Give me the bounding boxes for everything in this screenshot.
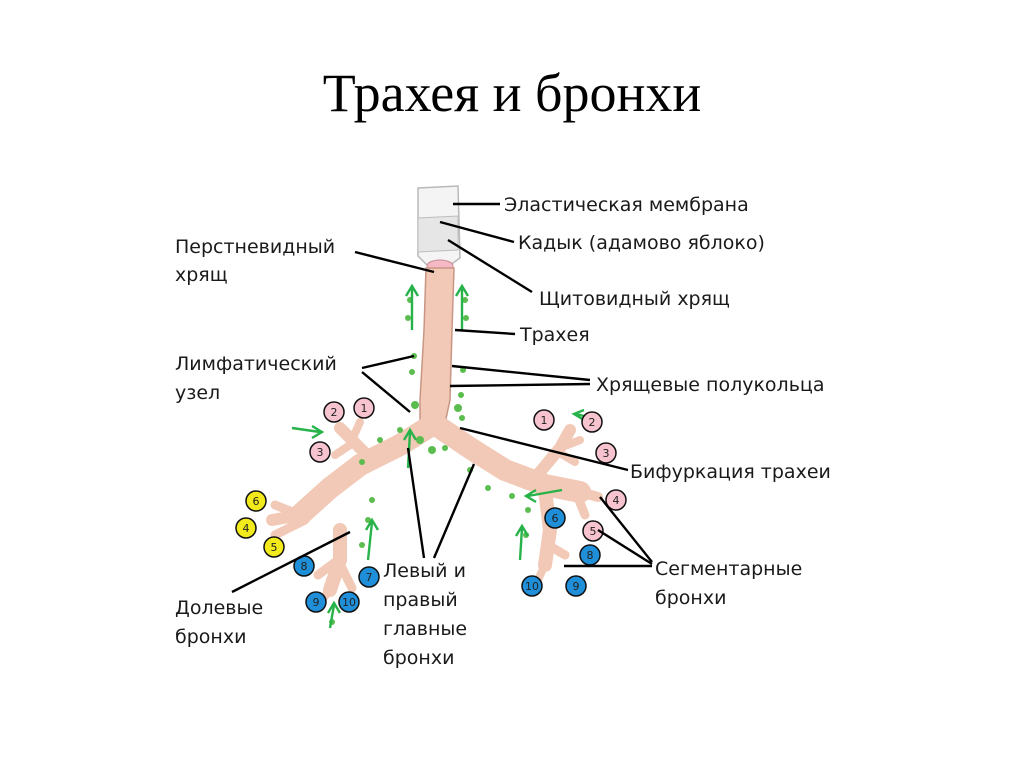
svg-text:5: 5 bbox=[271, 541, 278, 554]
label-cricoid-2: хрящ bbox=[175, 264, 228, 286]
slide-title: Трахея и бронхи bbox=[322, 63, 702, 123]
label-trachea: Трахея bbox=[519, 324, 590, 346]
label-lymph-2: узел bbox=[175, 382, 220, 404]
label-main-2: правый bbox=[383, 589, 458, 611]
svg-text:7: 7 bbox=[366, 571, 373, 584]
label-adams-apple: Кадык (адамово яблоко) bbox=[518, 232, 765, 254]
svg-text:4: 4 bbox=[243, 522, 250, 535]
label-main-3: главные bbox=[383, 618, 467, 640]
label-lobar-1: Долевые bbox=[175, 597, 263, 619]
labels: Эластическая мембрана Кадык (адамово ябл… bbox=[175, 194, 831, 669]
svg-text:6: 6 bbox=[253, 495, 260, 508]
svg-text:2: 2 bbox=[589, 416, 596, 429]
label-segmental-2: бронхи bbox=[655, 587, 726, 609]
svg-text:10: 10 bbox=[342, 596, 356, 609]
svg-text:3: 3 bbox=[317, 446, 324, 459]
label-bifurcation: Бифуркация трахеи bbox=[630, 461, 831, 483]
segment-circles-left-yellow: 6 4 5 bbox=[235, 490, 285, 558]
label-cricoid-1: Перстневидный bbox=[175, 236, 335, 258]
label-half-rings: Хрящевые полукольца bbox=[596, 374, 824, 396]
svg-text:5: 5 bbox=[590, 525, 597, 538]
label-lymph-1: Лимфатический bbox=[175, 353, 337, 375]
segment-circles-right-pink: 1 2 3 4 5 bbox=[533, 409, 627, 542]
svg-text:9: 9 bbox=[313, 596, 320, 609]
segment-circles-right-blue: 6 8 10 9 bbox=[521, 507, 601, 597]
svg-text:3: 3 bbox=[603, 447, 610, 460]
label-lobar-2: бронхи bbox=[175, 626, 246, 648]
svg-text:1: 1 bbox=[361, 402, 368, 415]
svg-text:9: 9 bbox=[573, 580, 580, 593]
leader-lines bbox=[231, 202, 653, 594]
segment-circles-left-blue: 8 7 9 10 bbox=[293, 555, 380, 613]
svg-text:8: 8 bbox=[301, 560, 308, 573]
svg-text:10: 10 bbox=[525, 580, 539, 593]
larynx bbox=[417, 185, 461, 273]
label-main-4: бронхи bbox=[383, 647, 454, 669]
label-elastic-membrane: Эластическая мембрана bbox=[504, 194, 749, 216]
lymph-nodes bbox=[329, 297, 531, 625]
label-main-1: Левый и bbox=[383, 560, 466, 582]
svg-text:6: 6 bbox=[552, 512, 559, 525]
segment-circles-left-pink: 2 1 3 bbox=[309, 397, 375, 463]
svg-text:2: 2 bbox=[331, 406, 338, 419]
svg-text:1: 1 bbox=[541, 414, 548, 427]
label-thyroid: Щитовидный хрящ bbox=[539, 288, 730, 310]
svg-text:4: 4 bbox=[613, 494, 620, 507]
lymph-flow-arrows bbox=[291, 283, 593, 629]
svg-text:8: 8 bbox=[587, 549, 594, 562]
label-segmental-1: Сегментарные bbox=[655, 558, 802, 580]
